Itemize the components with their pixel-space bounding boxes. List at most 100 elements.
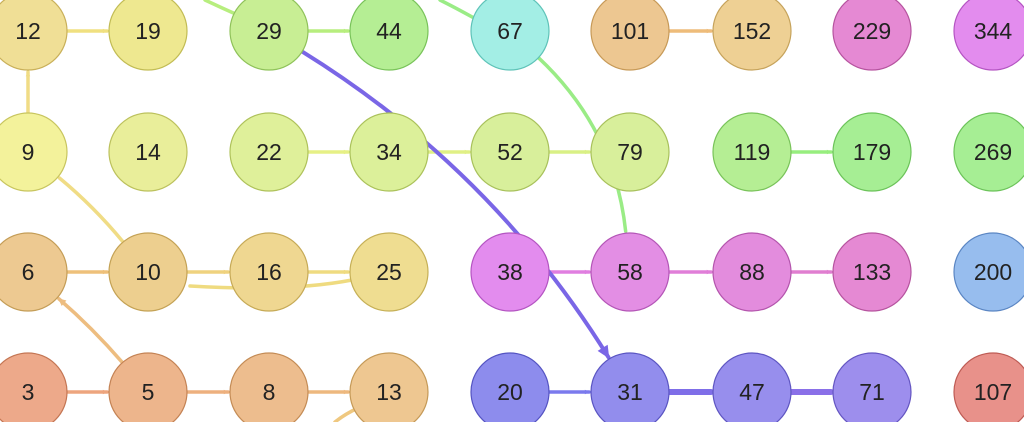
node-circle (470, 112, 550, 192)
node-label: 31 (617, 379, 643, 405)
arrowhead (584, 389, 590, 395)
arrowhead (826, 149, 832, 155)
arrowhead (584, 269, 590, 275)
node-label: 179 (853, 139, 891, 165)
edge-line (57, 176, 125, 244)
arrowhead (343, 269, 349, 275)
node-label: 269 (974, 139, 1012, 165)
node-circle (108, 232, 188, 312)
arrowhead (223, 389, 229, 395)
edge-line (57, 297, 125, 365)
node-229: 229 (832, 0, 912, 71)
edge-5-8 (185, 389, 230, 395)
node-label: 152 (733, 18, 771, 44)
node-circle (832, 352, 912, 422)
node-label: 44 (376, 18, 402, 44)
node-67: 67 (470, 0, 550, 71)
node-9: 9 (0, 112, 68, 192)
node-label: 25 (376, 259, 402, 285)
node-circle (108, 112, 188, 192)
node-circle (229, 352, 309, 422)
arrowhead (706, 28, 712, 34)
node-119: 119 (712, 112, 792, 192)
node-44: 44 (349, 0, 429, 71)
edge-31-47 (666, 389, 714, 395)
node-29: 29 (229, 0, 309, 71)
node-label: 119 (734, 139, 771, 165)
edge-52-79 (547, 149, 591, 155)
arrowhead (706, 389, 712, 395)
node-label: 229 (853, 18, 891, 44)
node-circle (229, 232, 309, 312)
arrowhead (343, 28, 349, 34)
node-label: 79 (617, 139, 643, 165)
node-label: 29 (256, 18, 282, 44)
edge-stub-into-67 (438, 0, 476, 20)
node-label: 3 (22, 379, 35, 405)
node-88: 88 (712, 232, 792, 312)
edge-10-9 (57, 176, 125, 244)
edge-8-13 (306, 389, 350, 395)
node-label: 47 (739, 379, 765, 405)
node-16: 16 (229, 232, 309, 312)
edge-10-16 (185, 269, 230, 275)
node-344: 344 (953, 0, 1024, 71)
edge-line (300, 49, 611, 360)
node-circle (0, 0, 68, 71)
node-31: 31 (590, 352, 670, 422)
node-label: 10 (135, 259, 161, 285)
node-label: 344 (974, 18, 1013, 44)
arrowhead (343, 389, 349, 395)
node-circle (0, 232, 68, 312)
node-label: 16 (256, 259, 282, 285)
node-79: 79 (590, 112, 670, 192)
edge-20-31 (547, 389, 591, 395)
node-107: 107 (953, 352, 1024, 422)
node-circle (953, 232, 1024, 312)
node-circle (108, 352, 188, 422)
arrowhead (25, 71, 31, 77)
node-133: 133 (832, 232, 912, 312)
node-58: 58 (590, 232, 670, 312)
node-circle (712, 112, 792, 192)
arrowhead (102, 28, 108, 34)
node-269: 269 (953, 112, 1024, 192)
node-12: 12 (0, 0, 68, 71)
node-13: 13 (349, 352, 429, 422)
node-circle (832, 112, 912, 192)
node-circle (108, 0, 188, 71)
edge-22-34 (306, 149, 350, 155)
node-25: 25 (349, 232, 429, 312)
edge-16-25 (306, 269, 350, 275)
arrowhead (826, 269, 832, 275)
edge-3-5 (65, 389, 109, 395)
node-label: 71 (859, 379, 885, 405)
node-8: 8 (229, 352, 309, 422)
node-152: 152 (712, 0, 792, 71)
node-circle (470, 352, 550, 422)
node-47: 47 (712, 352, 792, 422)
node-circle (953, 0, 1024, 71)
arrowhead (223, 269, 229, 275)
arrowhead (826, 389, 832, 395)
arrowhead (343, 149, 349, 155)
node-label: 19 (135, 18, 161, 44)
node-label: 13 (376, 379, 402, 405)
node-circle (590, 232, 670, 312)
node-label: 5 (142, 379, 155, 405)
node-label: 14 (135, 139, 161, 165)
node-22: 22 (229, 112, 309, 192)
node-10: 10 (108, 232, 188, 312)
node-200: 200 (953, 232, 1024, 312)
node-circle (590, 0, 670, 71)
node-circle (712, 0, 792, 71)
arrowhead (58, 298, 67, 307)
node-circle (470, 0, 550, 71)
node-circle (470, 232, 550, 312)
edge-58-88 (667, 269, 713, 275)
node-label: 133 (853, 259, 891, 285)
node-3: 3 (0, 352, 68, 422)
node-circle (953, 352, 1024, 422)
